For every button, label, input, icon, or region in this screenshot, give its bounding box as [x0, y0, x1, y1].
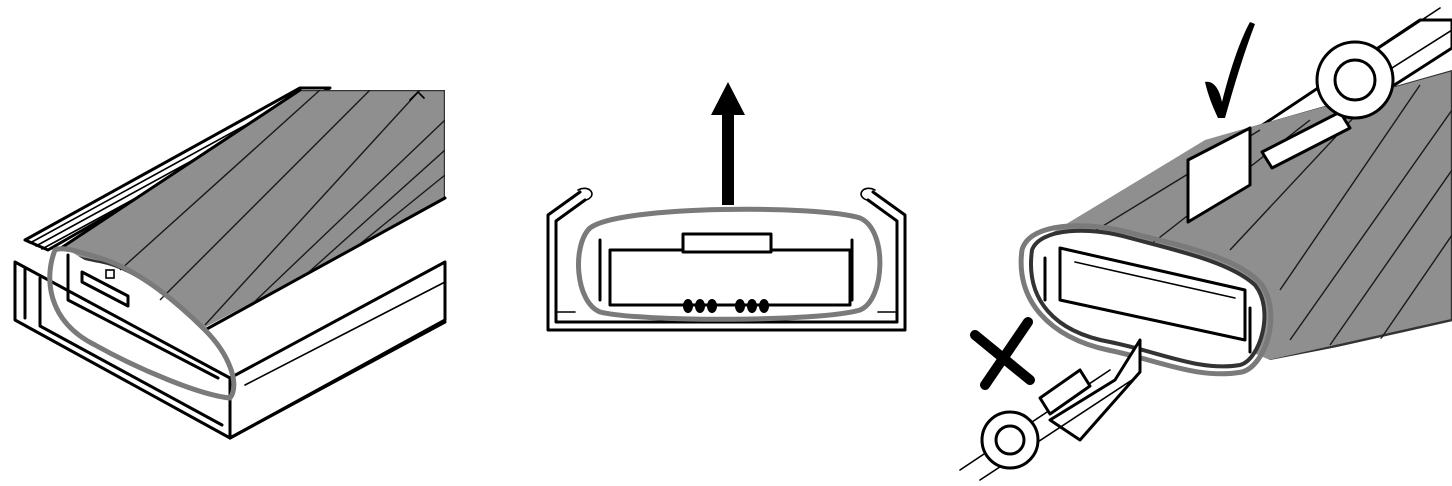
- inner-component: [80, 270, 130, 308]
- clip-6: [759, 299, 769, 313]
- trunking-inner-floor: [38, 276, 224, 427]
- cable-strip-lower: [1048, 338, 1142, 442]
- cable-tab: [1260, 110, 1352, 170]
- wheel-upper-hub: [1333, 58, 1377, 102]
- device-top: [681, 232, 773, 254]
- mouth-device: [1058, 246, 1247, 342]
- profile-hook-right: [860, 187, 876, 201]
- panel-orientation: [959, 7, 1452, 481]
- clip-3: [707, 299, 717, 313]
- cable-lower-tab: [1038, 368, 1092, 416]
- trunking-inner-rim: [66, 253, 220, 380]
- arrow-up-icon: [711, 82, 745, 205]
- tube-edge-mark: [409, 90, 425, 101]
- component-screw: [105, 269, 115, 279]
- wheel-lower-hub: [994, 424, 1026, 456]
- trunking-side-face: [228, 260, 447, 440]
- clip-4: [735, 299, 745, 313]
- tube-lower-edge: [203, 196, 447, 332]
- clip-2: [695, 299, 705, 313]
- cross-mark-icon: [970, 317, 1035, 390]
- tube-section: [576, 206, 883, 322]
- clip-1: [683, 299, 693, 313]
- tube-top-edge: [56, 88, 302, 252]
- tube-label: [1186, 126, 1252, 224]
- tube-outline: [47, 246, 237, 401]
- tube-mouth-rim: [1018, 223, 1274, 377]
- panel-cross-section: [546, 82, 907, 332]
- panel-trunking-view: [13, 86, 447, 440]
- profile-hook-left: [577, 187, 593, 201]
- check-mark-icon: [1205, 22, 1255, 118]
- mouth-device-line: [1074, 261, 1236, 299]
- trunking-bottom-edge: [228, 320, 447, 440]
- clip-5: [747, 299, 757, 313]
- profile-inner: [554, 198, 899, 324]
- trunking-side-line: [244, 281, 446, 386]
- profile-outer: [546, 190, 907, 332]
- inner-device: [608, 248, 852, 307]
